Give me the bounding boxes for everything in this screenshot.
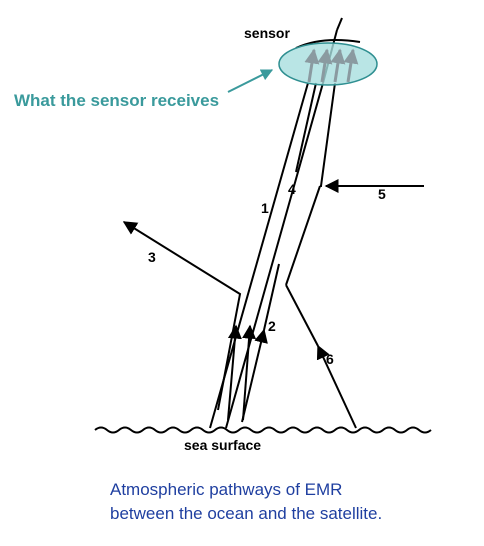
path-3-ray: [122, 221, 242, 411]
sensor-label: sensor: [244, 25, 290, 41]
callout-text: What the sensor receives: [14, 91, 219, 110]
sensor-received-arrows: [304, 48, 359, 83]
path-3-label: 3: [148, 249, 156, 265]
path-1-label: 1: [261, 200, 269, 216]
path-2-label: 2: [268, 318, 276, 334]
path-4-lines: [295, 82, 317, 173]
path-6-ray: [285, 284, 357, 429]
upward-rays: [227, 324, 257, 421]
path-5-label: 5: [378, 186, 386, 202]
callout-arrow: [227, 69, 274, 93]
figure-caption: Atmospheric pathways of EMR between the …: [110, 478, 470, 526]
sea-surface-label: sea surface: [184, 437, 261, 453]
path-4-label: 4: [288, 181, 296, 197]
path-2-ray: [241, 263, 280, 423]
sensor-ellipse: [278, 42, 378, 86]
caption-line-2: between the ocean and the satellite.: [110, 504, 383, 523]
path-6-label: 6: [326, 351, 334, 367]
sea-surface-line: [94, 426, 432, 434]
caption-line-1: Atmospheric pathways of EMR: [110, 480, 343, 499]
